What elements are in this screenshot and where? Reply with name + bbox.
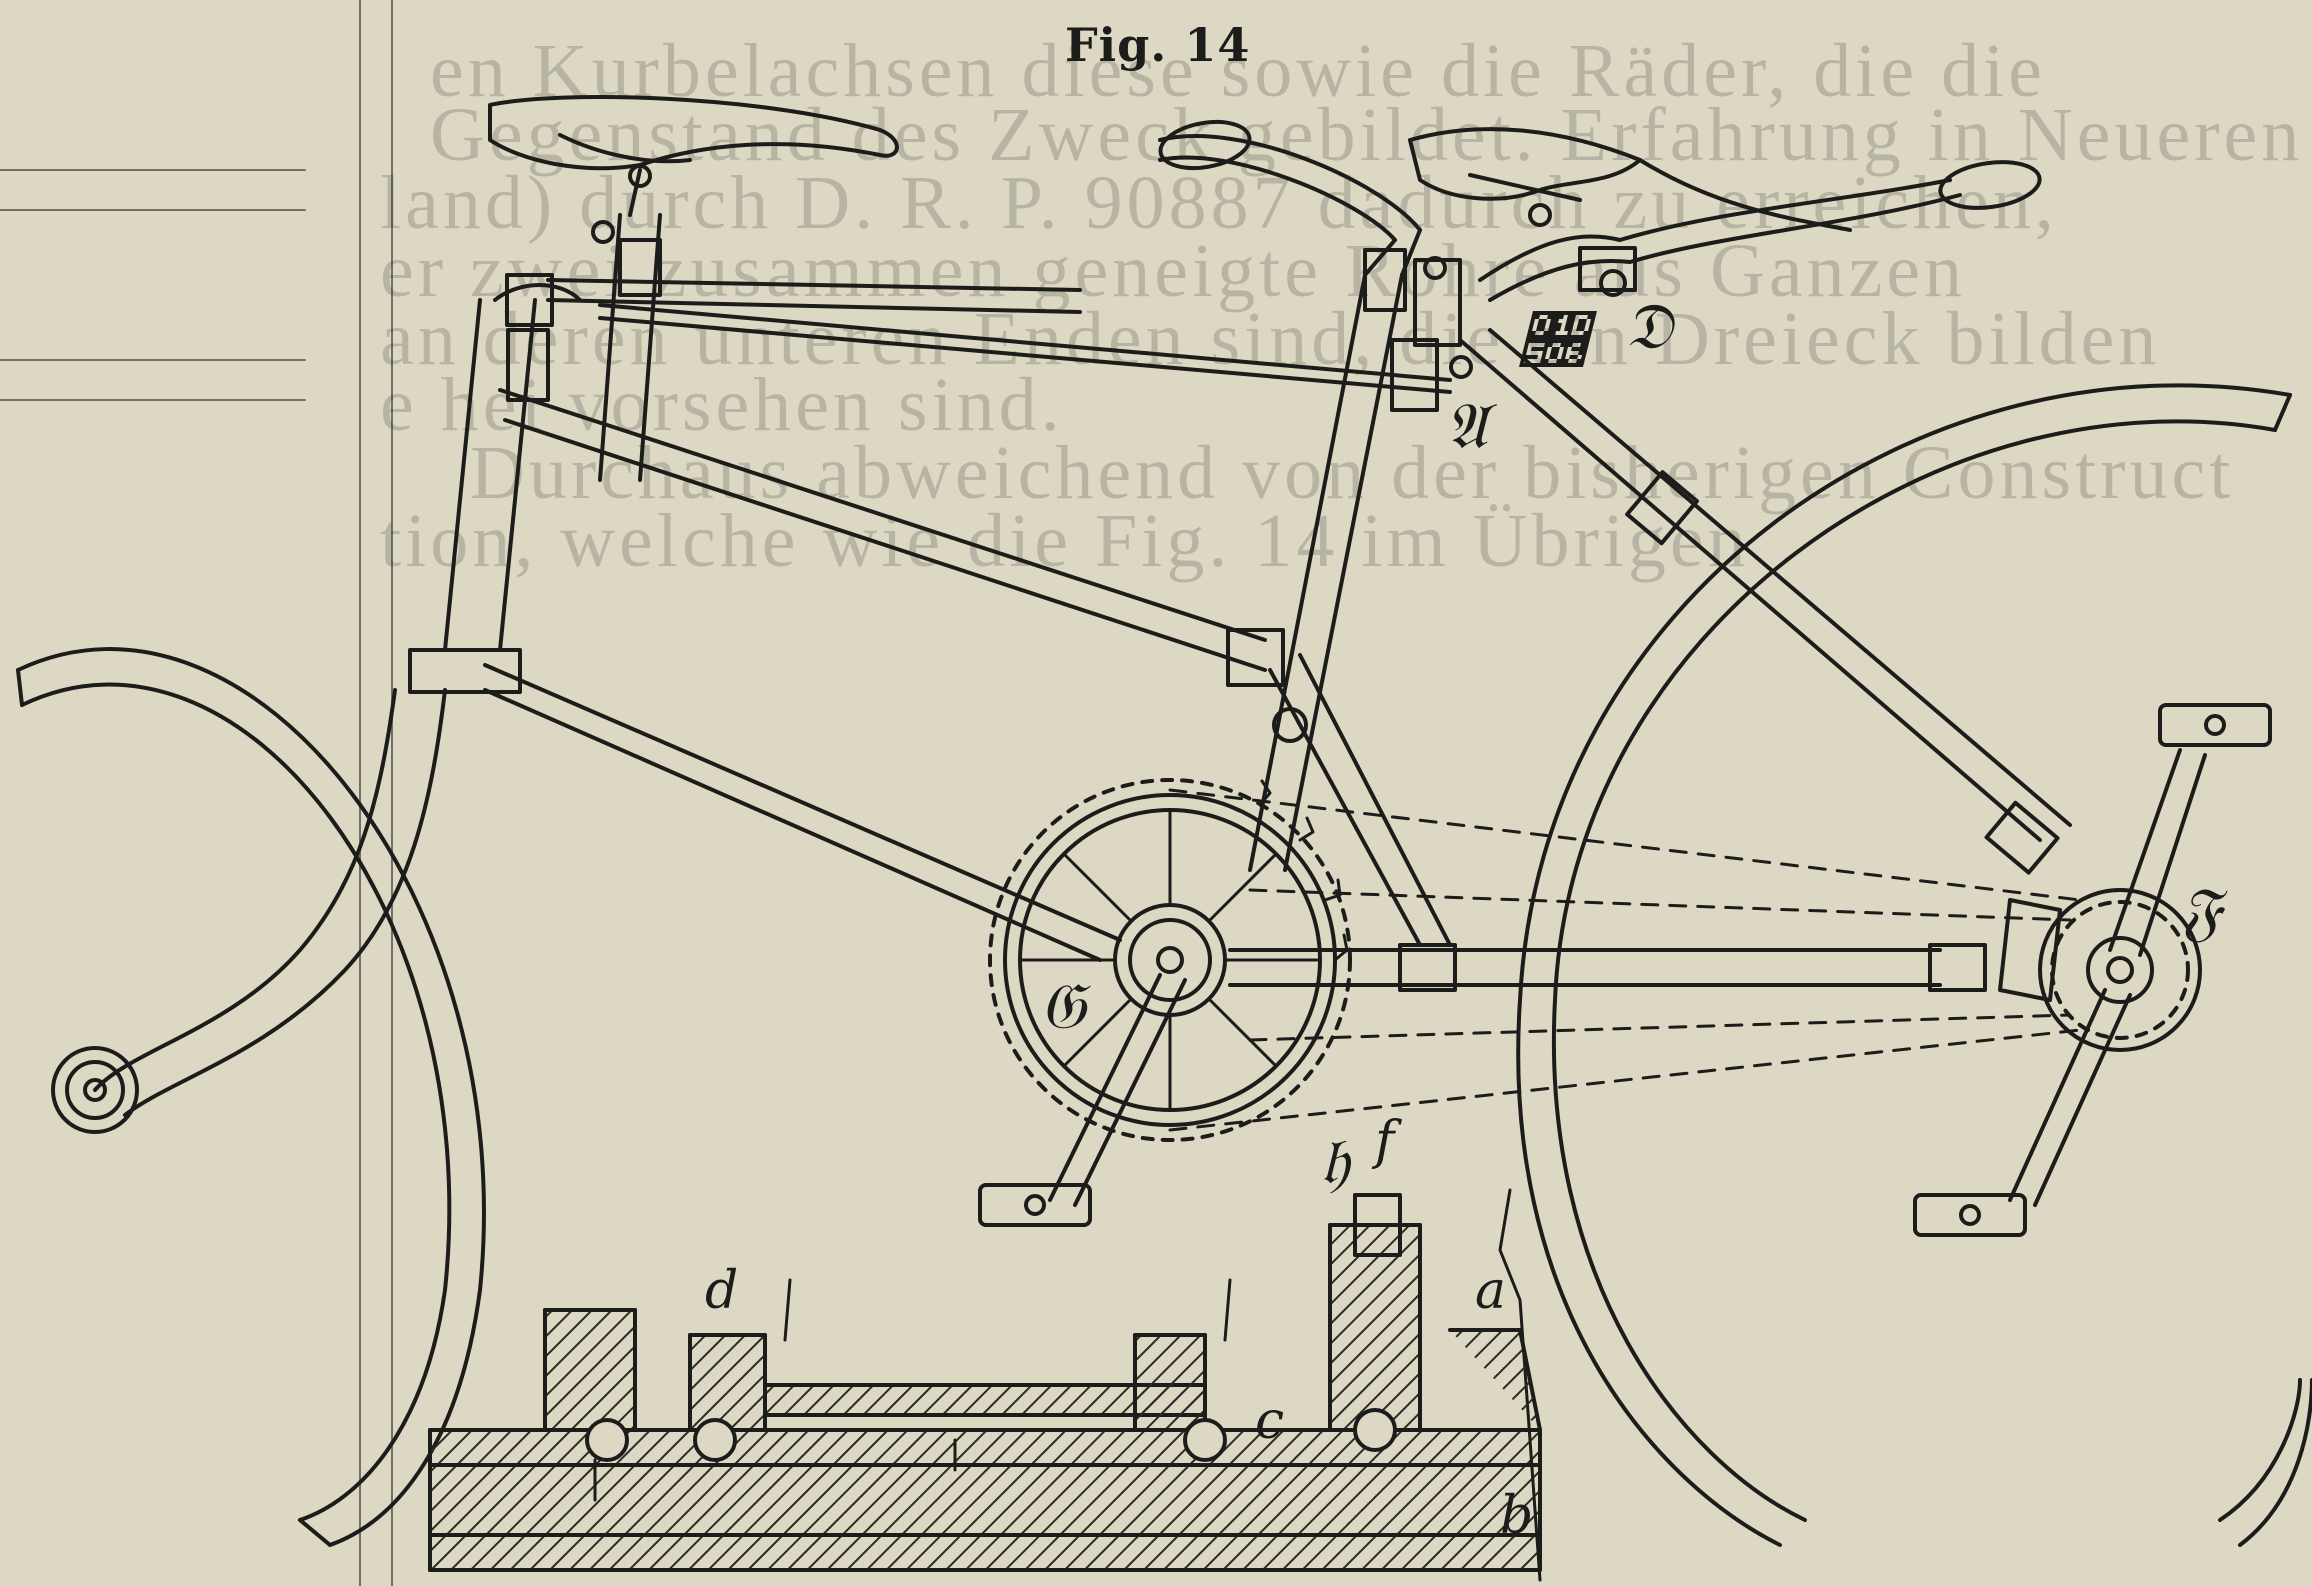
rear-saddle (1408, 127, 2042, 302)
label-a: a (1475, 1261, 1507, 1321)
front-fender (16, 647, 486, 1547)
label-G: 𝔊 (1040, 970, 1086, 1044)
bleed-line: e hei vorsehen sind. (380, 363, 1064, 447)
front-fork (51, 688, 447, 1134)
label-H: 𝔥 (1320, 1125, 1350, 1199)
chainring-teeth (1258, 779, 1349, 962)
rear-hub (1998, 888, 2202, 1052)
rear-stay (1458, 328, 2072, 875)
chainring (988, 778, 1352, 1142)
label-A: 𝔄 (1445, 390, 1488, 464)
handlebar (1158, 119, 1422, 277)
rear-crank (1913, 703, 2272, 1237)
rear-seat-tube (1226, 248, 1473, 872)
label-F: 𝔉 (2180, 875, 2221, 949)
head-tube (408, 273, 582, 694)
label-b: b (1500, 1486, 1534, 1546)
label-D: 𝔇 (1625, 290, 1673, 364)
front-crank (978, 973, 1187, 1227)
figure-caption: Fig. 14 (1065, 18, 1251, 72)
label-f: f (1375, 1111, 1395, 1171)
chain (1168, 788, 2082, 1132)
rear-fender (1516, 383, 2312, 1547)
bleed-line: tion, welche wie die Fig. 14 im Übrigen (380, 499, 1750, 583)
bleed-line: er zwei zusammen geneigte Rohre aus Ganz… (380, 229, 1967, 313)
frame-down-tube (483, 388, 1267, 962)
label-d: d (705, 1261, 739, 1321)
label-c: c (1255, 1391, 1285, 1451)
label-C: 𝔆 (1520, 305, 1584, 379)
hub-section (428, 1188, 1542, 1582)
page-margin (0, 0, 393, 1586)
frame-top-tube (546, 278, 1452, 394)
